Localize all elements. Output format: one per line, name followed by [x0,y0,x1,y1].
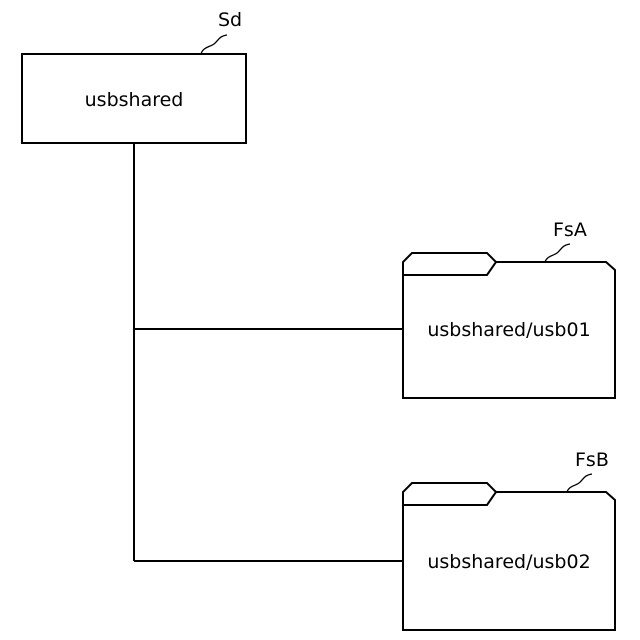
root-reference-label: Sd [218,9,242,31]
root-reference-leader [201,35,227,54]
folder-label-usb02: usbshared/usb02 [427,551,590,573]
tree-connectors [134,143,403,561]
folder-node-usb01: usbshared/usb01 FsA [403,219,615,398]
root-directory-label: usbshared [85,89,184,111]
root-directory-node: usbshared Sd [22,9,246,143]
folder-node-usb02: usbshared/usb02 FsB [403,449,615,630]
folder-reference-leader-usb02 [567,474,592,492]
folder-reference-label-usb01: FsA [553,219,587,241]
folder-reference-leader-usb01 [545,244,570,262]
folder-reference-label-usb02: FsB [575,449,609,471]
folder-label-usb01: usbshared/usb01 [427,319,590,341]
